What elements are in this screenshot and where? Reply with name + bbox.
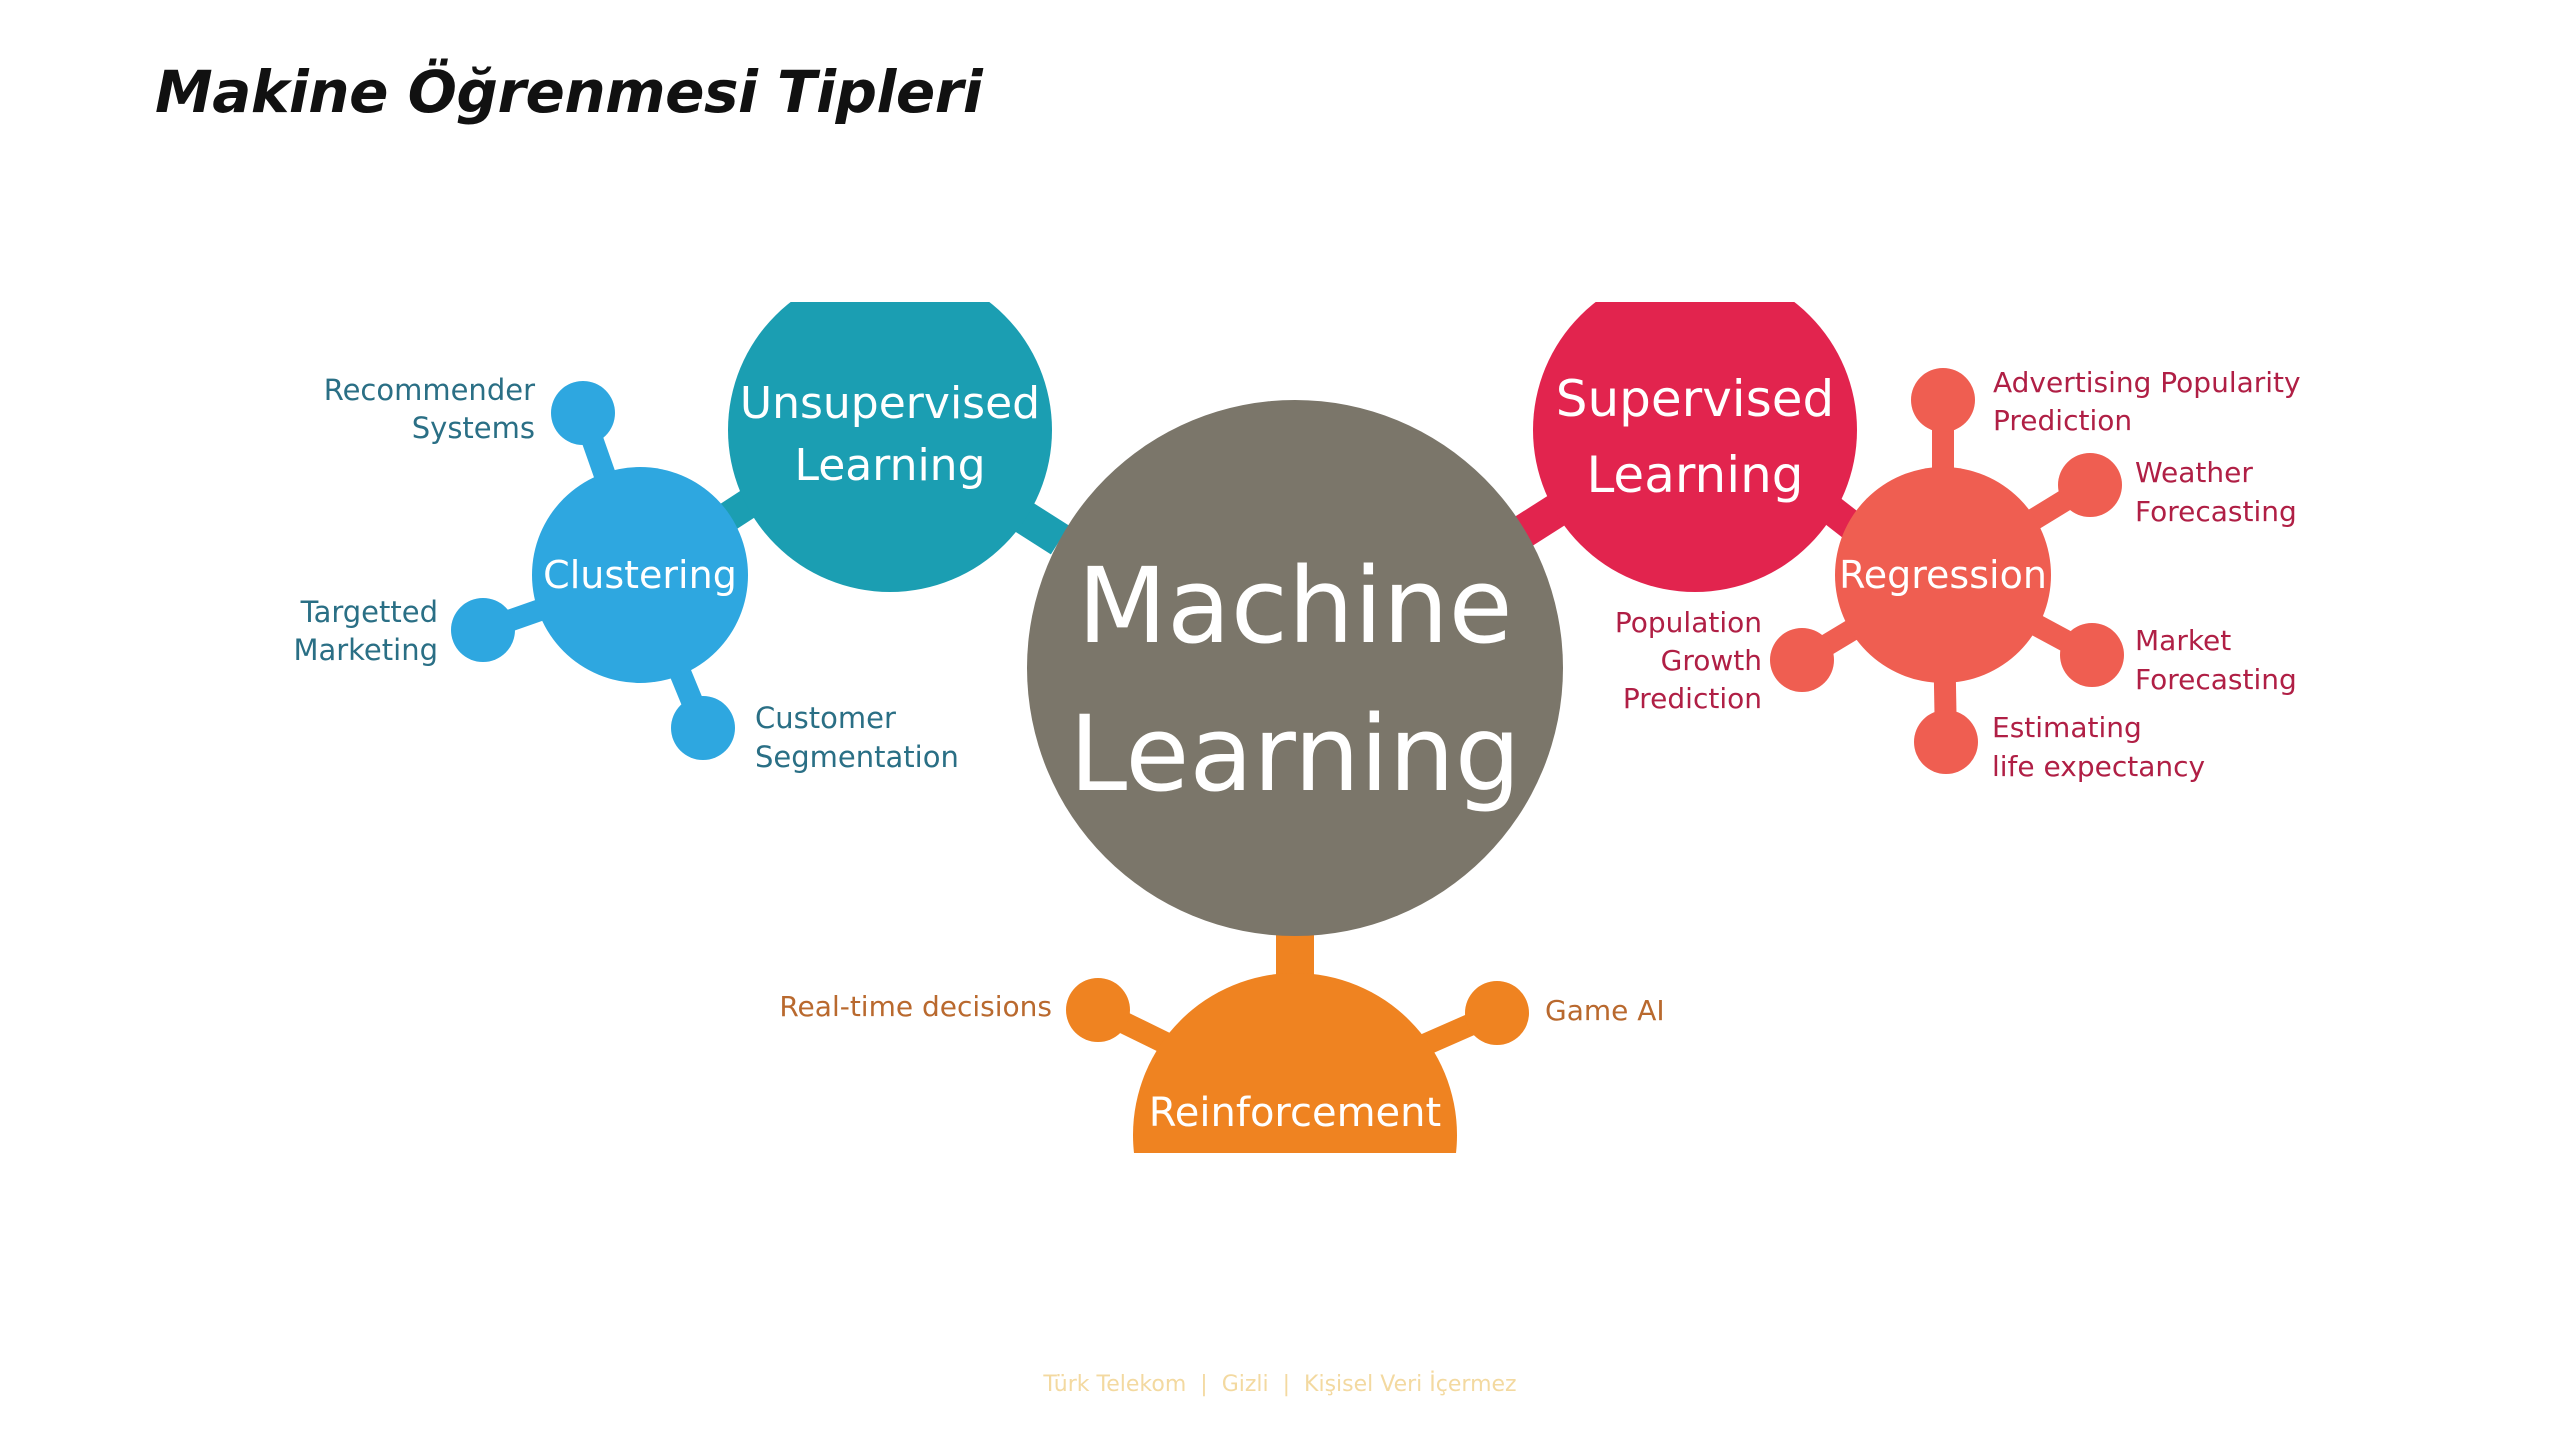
market-node <box>2060 623 2124 687</box>
clustering-bubble <box>532 467 748 683</box>
unsupervised-learning-label-line1: Unsupervised <box>740 378 1040 429</box>
realtime-label: Real-time decisions <box>779 990 1052 1023</box>
machine-learning-label-line1: Machine <box>1077 545 1512 667</box>
reinforcement-label: Reinforcement <box>1149 1090 1441 1136</box>
customer-label-line1: Customer <box>755 701 896 735</box>
population-node <box>1770 628 1834 692</box>
customer-node <box>671 696 735 760</box>
gameai-label: Game AI <box>1545 994 1665 1027</box>
footer-note: Kişisel Veri İçermez <box>1304 1372 1517 1397</box>
recommender-node <box>551 381 615 445</box>
reinforcement-bubble <box>1133 973 1457 1153</box>
weather-label-line2: Forecasting <box>2135 495 2297 528</box>
supervised-learning-bubble <box>1533 302 1857 592</box>
customer-label-line2: Segmentation <box>755 740 959 774</box>
regression-bubble <box>1835 467 2051 683</box>
slide-title: Makine Öğrenmesi Tipleri <box>155 58 983 126</box>
recommender-label-line1: Recommender <box>324 373 535 407</box>
advertising-node <box>1911 368 1975 432</box>
footer: Türk Telekom | Gizli | Kişisel Veri İçermez <box>0 1372 2560 1397</box>
estimating-label-line2: life expectancy <box>1992 750 2205 783</box>
supervised-learning-label-line1: Supervised <box>1556 370 1835 428</box>
targetted-node <box>451 598 515 662</box>
targetted-label-line2: Marketing <box>293 633 438 667</box>
footer-company: Türk Telekom <box>1043 1372 1187 1397</box>
population-label-line1: Population <box>1615 606 1762 639</box>
machine-learning-label-line2: Learning <box>1069 693 1521 815</box>
weather-node <box>2058 453 2122 517</box>
footer-separator-2: | <box>1282 1372 1291 1397</box>
market-label-line2: Forecasting <box>2135 663 2297 696</box>
market-label-line1: Market <box>2135 624 2231 657</box>
realtime-node <box>1066 978 1130 1042</box>
estimating-label-line1: Estimating <box>1992 711 2142 744</box>
regression-label: Regression <box>1839 553 2047 597</box>
population-label-line2: Growth <box>1661 644 1762 677</box>
supervised-learning-label-line2: Learning <box>1586 446 1803 504</box>
advertising-label-line1: Advertising Popularity <box>1993 366 2301 399</box>
gameai-node <box>1465 981 1529 1045</box>
population-label-line3: Prediction <box>1623 682 1762 715</box>
recommender-label-line2: Systems <box>412 411 535 445</box>
clustering-label: Clustering <box>543 553 737 597</box>
machine-learning-bubble <box>1027 400 1563 936</box>
unsupervised-learning-bubble <box>728 302 1052 592</box>
targetted-label-line1: Targetted <box>300 595 438 629</box>
estimating-node <box>1914 710 1978 774</box>
weather-label-line1: Weather <box>2135 456 2253 489</box>
advertising-label-line2: Prediction <box>1993 404 2132 437</box>
unsupervised-learning-label-line2: Learning <box>794 440 985 491</box>
footer-separator-1: | <box>1200 1372 1208 1397</box>
footer-classification: Gizli <box>1221 1372 1269 1397</box>
